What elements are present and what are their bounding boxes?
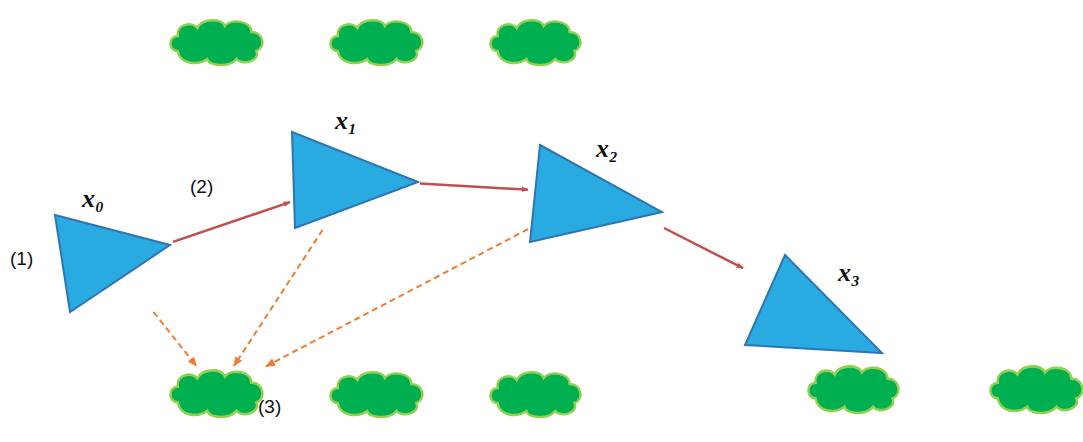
landmark-node: (3) — [168, 366, 266, 418]
callout-number: (3) — [258, 396, 281, 418]
robot-pose: x₁ — [290, 130, 420, 230]
landmark-bush — [330, 20, 422, 65]
robot-pose: x₃ — [743, 253, 884, 355]
landmark-bush — [490, 372, 580, 417]
landmark-bush — [168, 366, 266, 418]
observation-link — [154, 312, 197, 366]
robot-pose: x₀ — [55, 212, 173, 312]
observation-link — [266, 229, 528, 366]
robot-pose: x₂ — [528, 143, 664, 244]
pose-label: x₀ — [82, 184, 104, 214]
landmark-bush — [808, 366, 898, 413]
pose-triangle — [743, 253, 884, 355]
landmark-bush — [990, 366, 1082, 413]
pose-label: x₃ — [838, 258, 860, 288]
odometry-arrow — [420, 184, 528, 190]
landmark-bush — [330, 372, 422, 417]
observation-link — [234, 230, 323, 366]
landmark-bush — [170, 20, 262, 65]
pose-label: x₂ — [596, 134, 618, 164]
odometry-arrow — [173, 202, 290, 242]
odometry-arrow — [664, 228, 743, 268]
pose-label: x₁ — [335, 106, 357, 136]
callout-number: (1) — [10, 248, 33, 270]
landmark-bush — [490, 20, 580, 65]
pose-triangle — [290, 130, 420, 230]
pose-triangle — [55, 212, 173, 312]
callout-number: (2) — [190, 176, 213, 198]
